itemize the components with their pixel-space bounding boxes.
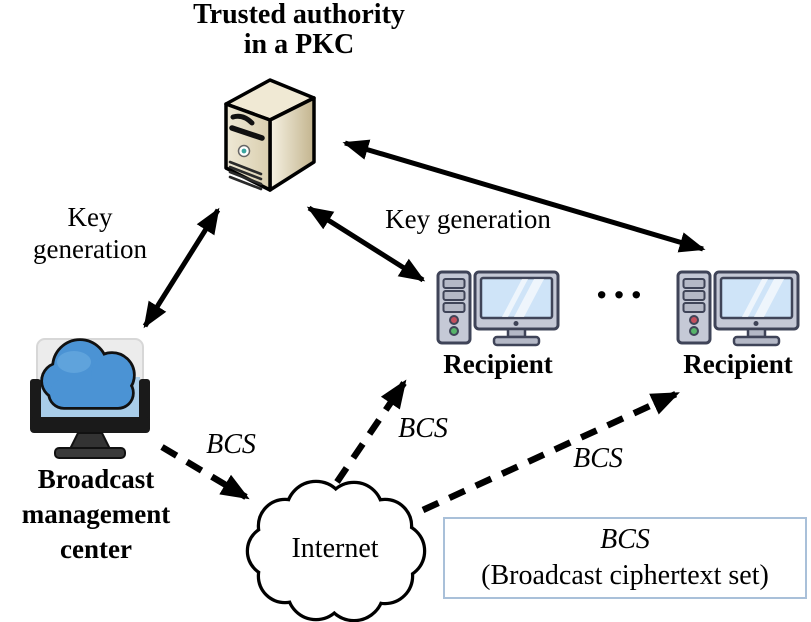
internet-cloud-icon [245,479,427,622]
key-generation-arrow-recipient2 [342,139,706,253]
legend-acronym: BCS [600,523,650,555]
broadcast-center-label: Broadcast management center [21,464,171,565]
bcs-arrow-center-to-internet [160,444,250,500]
ellipsis-icon: ··· [593,269,647,320]
recipient2-label: Recipient [683,349,793,379]
bcs-label-center: BCS [206,429,256,460]
desktop-computer-icon [436,270,560,347]
legend-box: BCS (Broadcast ciphertext set) [443,517,807,599]
desktop-computer-icon [676,270,800,347]
recipient1-label: Recipient [443,349,553,379]
key-generation-label-right: Key generation [385,204,551,234]
trusted-authority-label: Trusted authority in a PKC [193,0,405,60]
internet-label: Internet [291,533,379,564]
bcs-arrow-internet-to-recipient1 [334,379,407,484]
bcs-label-recipient2: BCS [573,443,623,474]
key-generation-label-left: Key generation [33,202,147,264]
key-generation-arrow-left [142,207,221,329]
legend-expansion: (Broadcast ciphertext set) [481,560,769,591]
bcs-label-recipient1: BCS [398,413,448,444]
server-icon [224,78,316,192]
bcs-arrow-internet-to-recipient2 [421,391,680,513]
cloud-monitor-icon [30,338,150,459]
